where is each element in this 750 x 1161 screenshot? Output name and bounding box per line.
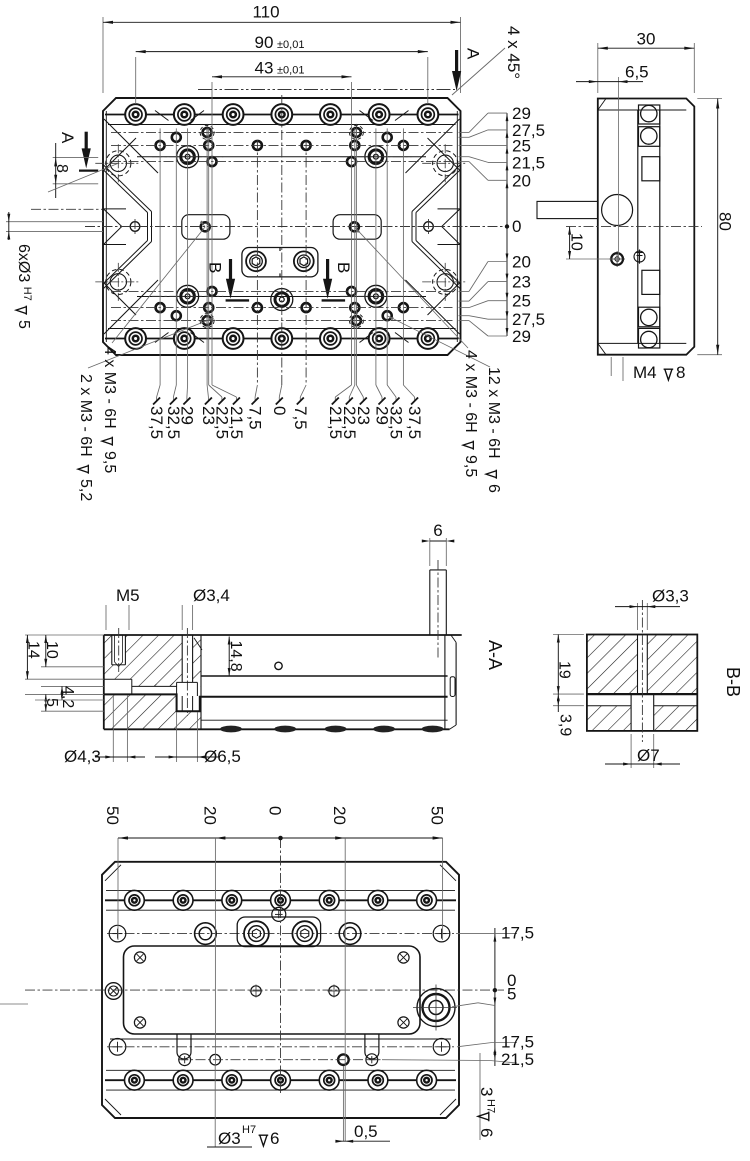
- svg-text:4 x M3 - 6H: 4 x M3 - 6H: [101, 346, 118, 429]
- svg-text:0: 0: [270, 406, 289, 415]
- svg-text:27,5: 27,5: [512, 310, 545, 329]
- svg-text:6: 6: [477, 1128, 496, 1137]
- svg-text:Ø7: Ø7: [637, 746, 660, 765]
- svg-text:22,5: 22,5: [212, 406, 231, 439]
- svg-text:±0,01: ±0,01: [277, 39, 304, 51]
- svg-text:B-B: B-B: [723, 667, 743, 697]
- svg-text:7,5: 7,5: [246, 406, 265, 430]
- svg-text:A-A: A-A: [485, 640, 505, 670]
- svg-text:0: 0: [507, 971, 516, 990]
- svg-text:10: 10: [43, 641, 60, 659]
- svg-text:3: 3: [477, 1087, 496, 1096]
- svg-text:H7: H7: [485, 1099, 497, 1113]
- svg-text:6xØ3 H7: 6xØ3 H7: [15, 244, 33, 301]
- svg-text:43: 43: [255, 58, 274, 77]
- svg-text:14: 14: [25, 641, 42, 659]
- svg-text:23: 23: [199, 406, 218, 425]
- svg-text:29: 29: [373, 406, 392, 425]
- svg-text:19: 19: [556, 661, 573, 679]
- svg-text:20: 20: [512, 253, 531, 272]
- svg-text:0: 0: [266, 806, 285, 815]
- svg-text:5,2: 5,2: [77, 479, 94, 501]
- svg-text:5: 5: [43, 698, 60, 707]
- svg-text:22,5: 22,5: [340, 406, 359, 439]
- svg-text:3,9: 3,9: [557, 714, 574, 736]
- svg-text:21,5: 21,5: [501, 1050, 534, 1069]
- svg-text:4 x M3 - 6H: 4 x M3 - 6H: [462, 350, 479, 433]
- svg-text:32,5: 32,5: [164, 406, 183, 439]
- svg-text:Ø3,4: Ø3,4: [193, 586, 230, 605]
- svg-text:Ø4,3: Ø4,3: [64, 747, 101, 766]
- svg-text:17,5: 17,5: [501, 1033, 534, 1052]
- svg-text:20: 20: [330, 806, 349, 825]
- svg-text:Ø3,3: Ø3,3: [652, 586, 689, 605]
- svg-text:21,5: 21,5: [326, 406, 345, 439]
- svg-text:50: 50: [103, 806, 122, 825]
- svg-text:21,5: 21,5: [227, 406, 246, 439]
- svg-text:6: 6: [270, 1129, 279, 1148]
- svg-text:20: 20: [200, 806, 219, 825]
- svg-text:23: 23: [512, 273, 531, 292]
- svg-text:Ø3: Ø3: [218, 1129, 241, 1148]
- svg-text:2 x M3 - 6H: 2 x M3 - 6H: [77, 374, 94, 457]
- svg-text:27,5: 27,5: [512, 121, 545, 140]
- svg-text:5: 5: [15, 320, 32, 329]
- svg-text:9,5: 9,5: [101, 451, 118, 473]
- svg-text:37,5: 37,5: [405, 406, 424, 439]
- svg-text:A: A: [464, 48, 483, 60]
- svg-text:25: 25: [512, 292, 531, 311]
- svg-text:32,5: 32,5: [387, 406, 406, 439]
- svg-text:6: 6: [485, 484, 502, 493]
- svg-text:4,2: 4,2: [59, 686, 76, 708]
- svg-text:H7: H7: [242, 1124, 256, 1136]
- svg-text:M4: M4: [633, 363, 657, 382]
- svg-text:29: 29: [177, 406, 196, 425]
- svg-text:14,8: 14,8: [227, 641, 244, 672]
- svg-text:6: 6: [433, 521, 442, 540]
- svg-text:20: 20: [512, 171, 531, 190]
- svg-text:7,5: 7,5: [291, 406, 310, 430]
- svg-text:30: 30: [637, 30, 656, 49]
- svg-text:90: 90: [255, 33, 274, 52]
- svg-text:29: 29: [512, 327, 531, 346]
- svg-text:9,5: 9,5: [462, 455, 479, 477]
- svg-text:B: B: [334, 262, 353, 273]
- svg-text:0,5: 0,5: [354, 1122, 378, 1141]
- svg-text:M5: M5: [116, 586, 140, 605]
- svg-text:6,5: 6,5: [625, 63, 649, 82]
- svg-text:17,5: 17,5: [501, 923, 534, 942]
- svg-text:21,5: 21,5: [512, 153, 545, 172]
- svg-text:12 x M3 - 6H: 12 x M3 - 6H: [485, 367, 502, 459]
- svg-text:5: 5: [507, 985, 516, 1004]
- svg-text:±0,01: ±0,01: [277, 64, 304, 76]
- svg-text:50: 50: [428, 806, 447, 825]
- svg-text:23: 23: [354, 406, 373, 425]
- svg-text:B: B: [206, 262, 225, 273]
- svg-text:0: 0: [512, 217, 521, 236]
- svg-text:A: A: [58, 132, 77, 144]
- svg-text:37,5: 37,5: [147, 406, 166, 439]
- svg-text:29: 29: [512, 104, 531, 123]
- svg-text:4 x 45°: 4 x 45°: [504, 26, 523, 79]
- svg-text:Ø6,5: Ø6,5: [204, 747, 241, 766]
- svg-text:10: 10: [568, 233, 585, 251]
- svg-text:8: 8: [53, 164, 70, 173]
- svg-text:25: 25: [512, 137, 531, 156]
- svg-text:8: 8: [676, 363, 685, 382]
- svg-text:80: 80: [716, 212, 735, 231]
- svg-text:110: 110: [252, 3, 279, 22]
